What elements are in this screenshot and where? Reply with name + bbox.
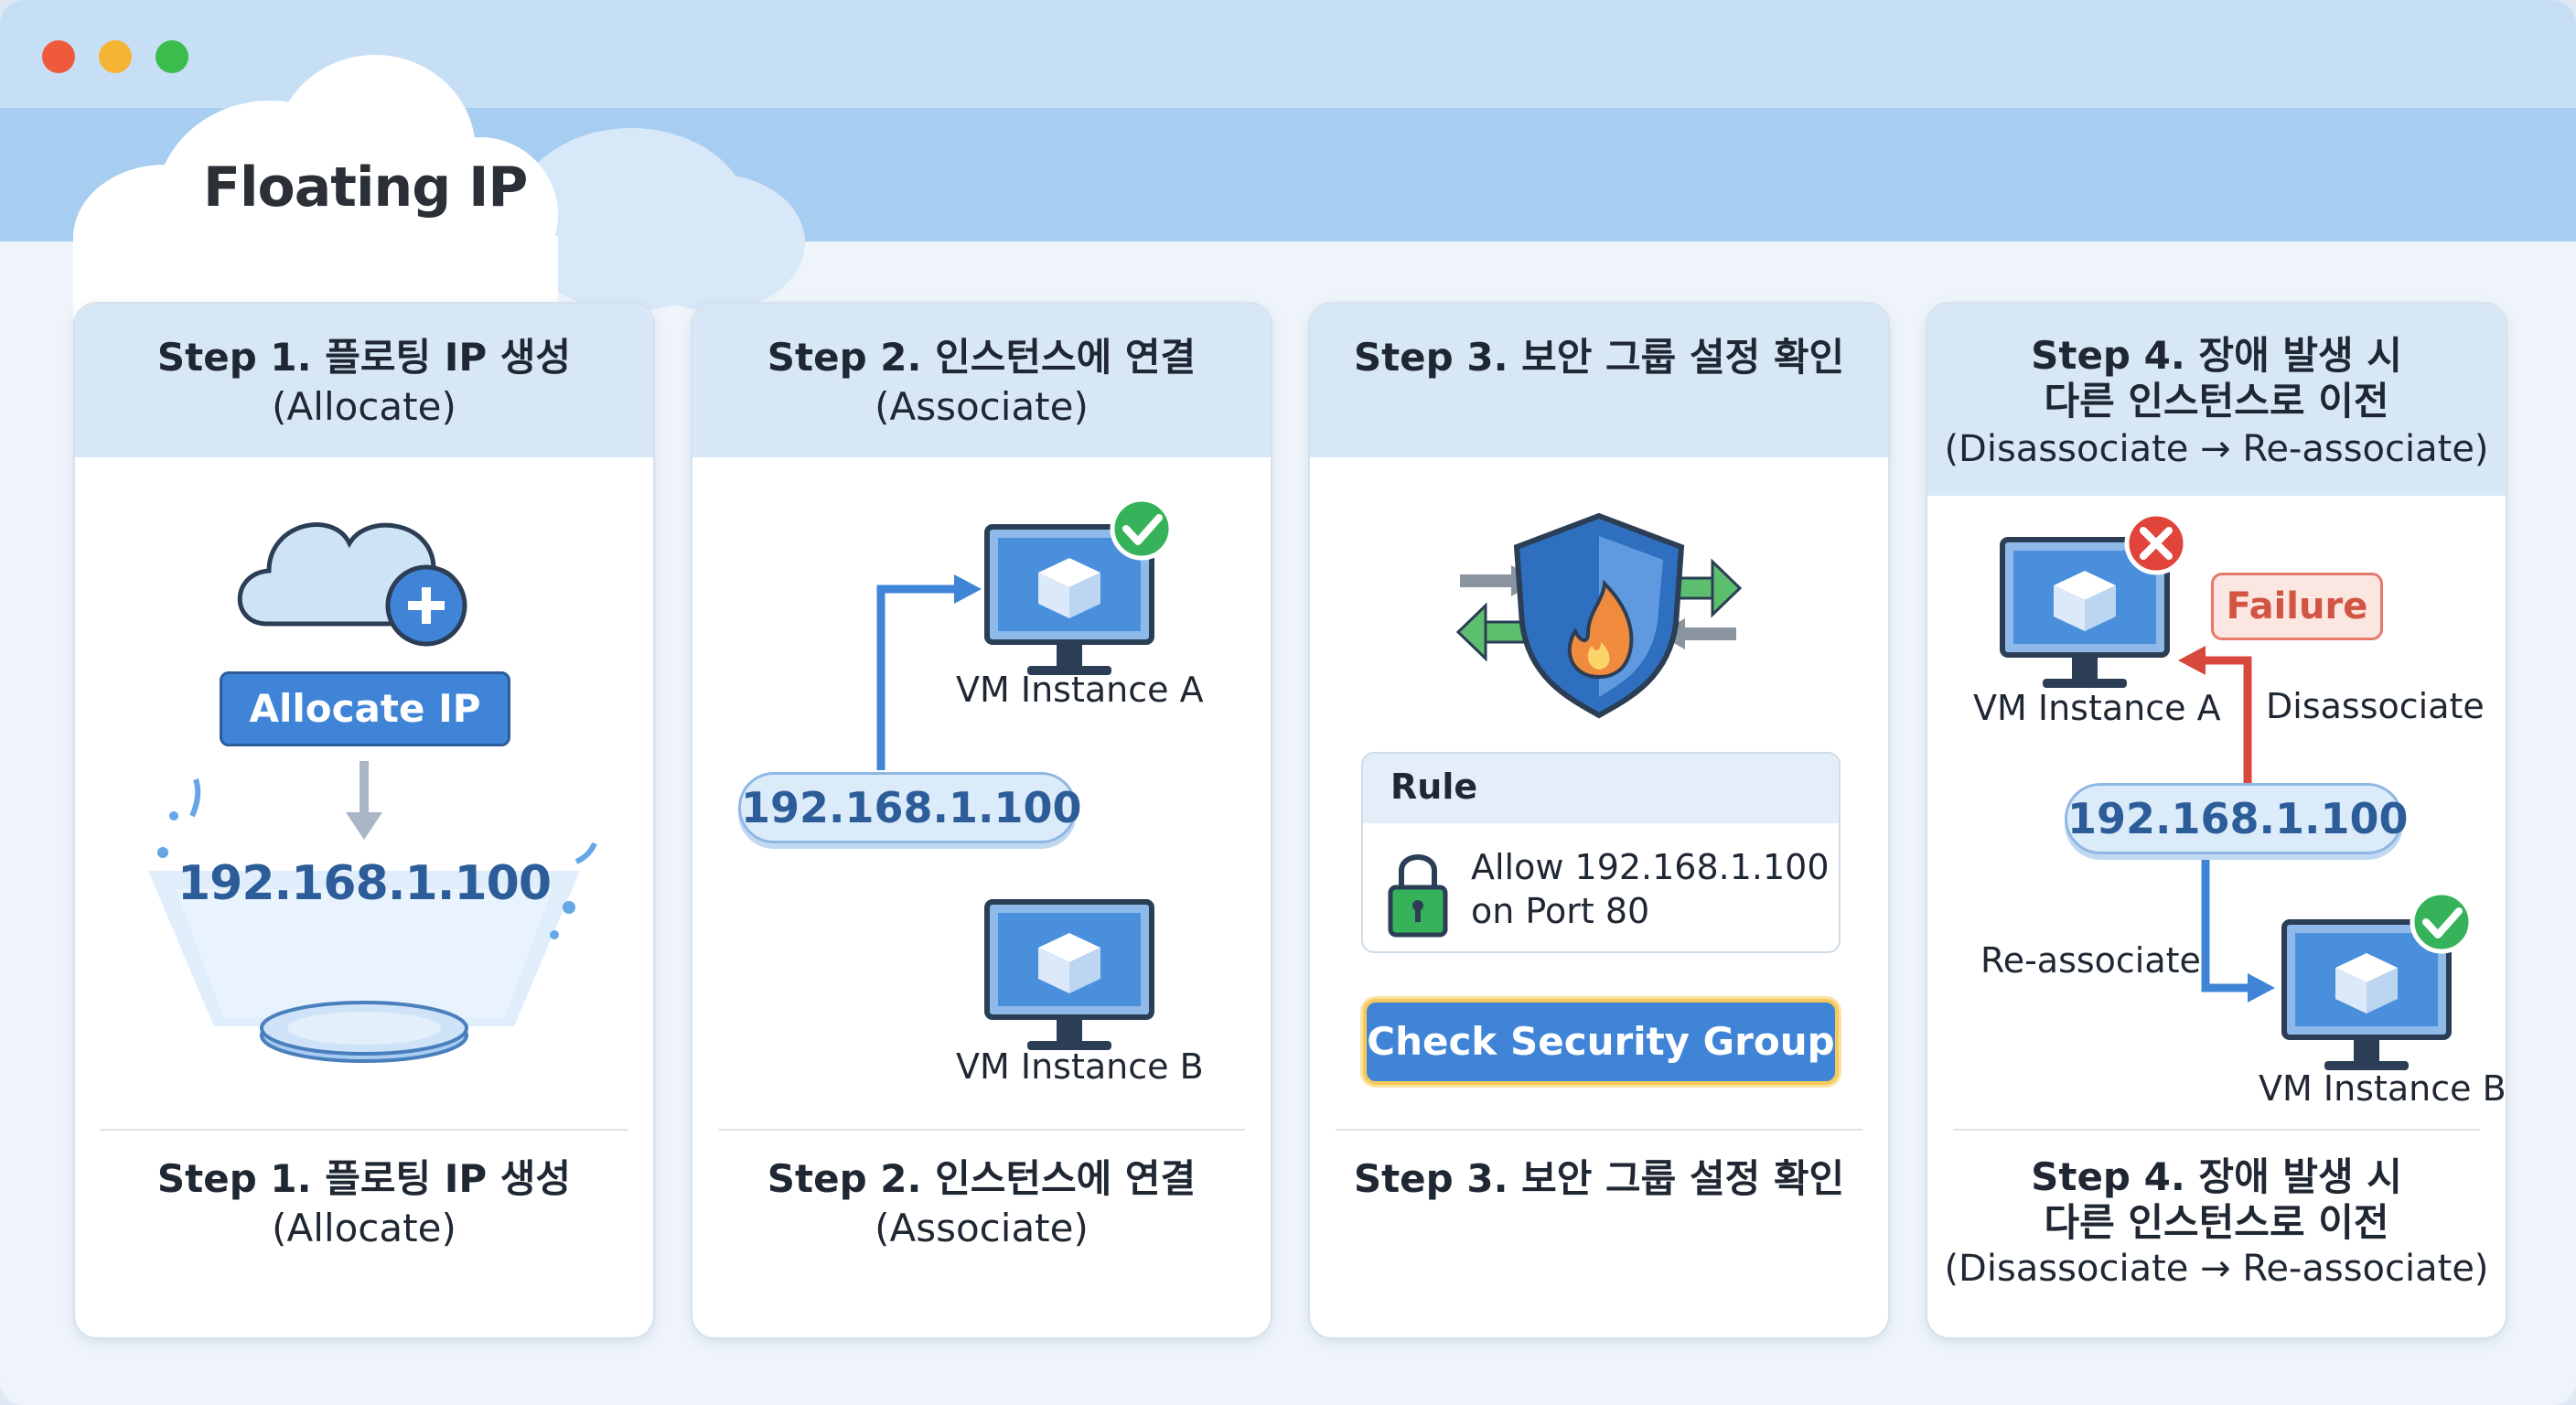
- step2-panel: Step 2. 인스턴스에 연결 (Associate): [691, 302, 1272, 1339]
- rule-text: Allow 192.168.1.100 on Port 80: [1471, 845, 1830, 933]
- step2-footer: Step 2. 인스턴스에 연결 (Associate): [692, 1154, 1271, 1253]
- step1-header: Step 1. 플로팅 IP 생성 (Allocate): [75, 304, 653, 457]
- step4-divider: [1953, 1129, 2480, 1131]
- step4-illustration: [2000, 511, 2474, 1070]
- check-security-group-button[interactable]: Check Security Group: [1363, 999, 1839, 1085]
- step2-divider: [718, 1129, 1245, 1131]
- vm-instance-b-label: VM Instance B: [956, 1046, 1204, 1087]
- monitor-cube-icon: [984, 899, 1154, 1050]
- step1-subtitle: (Allocate): [272, 384, 456, 429]
- step1-footer: Step 1. 플로팅 IP 생성 (Allocate): [75, 1154, 653, 1253]
- failure-badge: Failure: [2211, 573, 2383, 640]
- error-circle-icon: [2124, 511, 2188, 575]
- lock-icon: [1388, 854, 1448, 938]
- floating-ip-pill[interactable]: 192.168.1.100: [2065, 783, 2409, 854]
- close-window-button[interactable]: [42, 40, 75, 73]
- cloud-plus-icon: [237, 522, 467, 647]
- step4-subtitle: (Disassociate → Re-associate): [1944, 428, 2489, 470]
- allocate-ip-button[interactable]: Allocate IP: [220, 671, 510, 746]
- maximize-window-button[interactable]: [156, 40, 188, 73]
- step4-header: Step 4. 장애 발생 시 다른 인스턴스로 이전 (Disassociat…: [1927, 304, 2506, 496]
- security-rule-card: Rule Allow 192.168.1.100 on Port 80: [1361, 752, 1841, 953]
- step4-footer-line2: 다른 인스턴스로 이전: [2044, 1200, 2389, 1245]
- connect-arrow: [876, 574, 982, 770]
- minimize-window-button[interactable]: [99, 40, 132, 73]
- reassociate-arrow: [2201, 847, 2275, 1003]
- step3-title: Step 3. 보안 그룹 설정 확인: [1353, 335, 1845, 380]
- monitor-cube-icon: [2000, 537, 2170, 688]
- step3-footer: Step 3. 보안 그룹 설정 확인: [1310, 1154, 1888, 1204]
- step1-divider: [101, 1129, 628, 1131]
- step1-footer-subtitle: (Allocate): [272, 1206, 456, 1250]
- rule-card-header: [1363, 754, 1839, 823]
- sparkle-decor: [157, 778, 597, 939]
- step3-header: Step 3. 보안 그룹 설정 확인: [1310, 304, 1888, 457]
- step1-panel: Step 1. 플로팅 IP 생성 (Allocate): [73, 302, 655, 1339]
- step1-illustration: [148, 522, 597, 1063]
- step4-footer-line1: Step 4. 장애 발생 시: [2031, 1154, 2402, 1199]
- check-circle-icon: [2410, 890, 2474, 954]
- step2-illustration: [876, 497, 1174, 1050]
- step4-panel: Step 4. 장애 발생 시 다른 인스턴스로 이전 (Disassociat…: [1926, 302, 2507, 1339]
- step2-footer-title: Step 2. 인스턴스에 연결: [767, 1156, 1197, 1201]
- step3-divider: [1336, 1129, 1862, 1131]
- vm-instance-a-label: VM Instance A: [1973, 688, 2221, 728]
- vm-instance-b-label: VM Instance B: [2259, 1068, 2506, 1109]
- app-title: Floating IP: [203, 156, 528, 220]
- step2-title: Step 2. 인스턴스에 연결: [767, 335, 1197, 380]
- step4-footer: Step 4. 장애 발생 시 다른 인스턴스로 이전 (Disassociat…: [1927, 1154, 2506, 1292]
- step1-footer-title: Step 1. 플로팅 IP 생성: [156, 1156, 572, 1201]
- monitor-cube-icon: [984, 524, 1154, 675]
- firewall-shield-icon: [1455, 512, 1743, 719]
- rule-line-port: on Port 80: [1471, 891, 1650, 931]
- step3-illustration: [1455, 512, 1743, 719]
- arrow-down-icon: [346, 761, 382, 840]
- vm-instance-a-label: VM Instance A: [956, 670, 1204, 710]
- step2-header: Step 2. 인스턴스에 연결 (Associate): [692, 304, 1271, 457]
- step4-footer-subtitle: (Disassociate → Re-associate): [1944, 1248, 2489, 1290]
- step2-subtitle: (Associate): [875, 384, 1089, 429]
- platform-icon: [260, 1001, 468, 1063]
- rule-card-title: Rule: [1390, 767, 1478, 807]
- step2-footer-subtitle: (Associate): [875, 1206, 1089, 1250]
- reassociate-label: Re-associate: [1980, 940, 2201, 981]
- disassociate-arrow: [2178, 646, 2252, 783]
- step4-title-line2: 다른 인스턴스로 이전: [2044, 379, 2389, 424]
- light-beam: [148, 871, 580, 1026]
- step1-title: Step 1. 플로팅 IP 생성: [156, 335, 572, 380]
- step3-footer-title: Step 3. 보안 그룹 설정 확인: [1353, 1156, 1845, 1201]
- step3-panel: Step 3. 보안 그룹 설정 확인 Rule: [1308, 302, 1890, 1339]
- check-circle-icon: [1110, 497, 1174, 561]
- step4-title-line1: Step 4. 장애 발생 시: [2031, 333, 2402, 378]
- monitor-cube-icon: [2281, 919, 2452, 1070]
- rule-line-allow: Allow 192.168.1.100: [1471, 847, 1830, 887]
- allocated-ip-text: 192.168.1.100: [177, 856, 552, 911]
- disassociate-label: Disassociate: [2266, 686, 2485, 726]
- floating-ip-pill[interactable]: 192.168.1.100: [738, 772, 1082, 843]
